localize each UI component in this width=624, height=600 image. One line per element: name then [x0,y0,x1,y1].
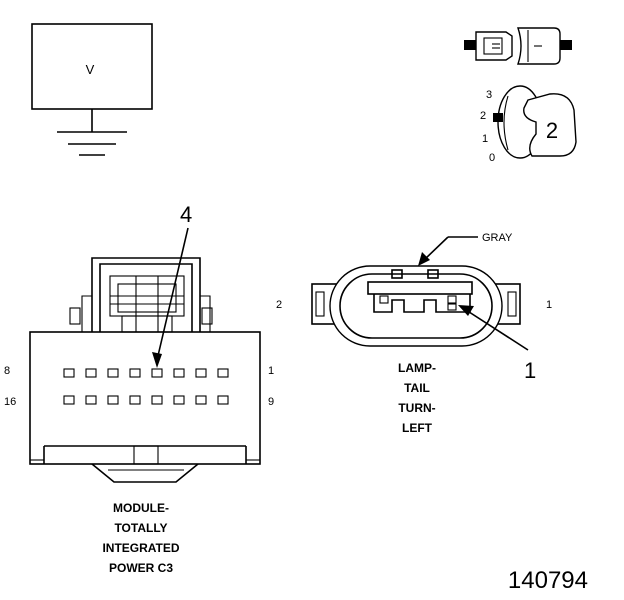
module-caption-line-4: POWER C3 [109,561,173,575]
module-caption-line-2: TOTALLY [114,521,167,535]
lamp-caption-line-1: LAMP- [398,361,436,375]
pin-cavity [195,368,207,378]
module-connector: 8 16 1 9 4 MODULE- TOTALLY INTEGRATED PO… [4,202,274,575]
pin-cavity [63,395,75,405]
module-right-label-top: 1 [268,365,274,377]
lamp-left-pin-label: 2 [276,299,282,311]
pin-cavity [217,368,229,378]
module-right-label-bottom: 9 [268,396,274,408]
lamp-caption-line-3: TURN- [398,401,435,415]
pin-cavity [85,368,97,378]
lamp-right-pin-label: 1 [546,299,552,311]
module-pin-row-top [63,368,229,378]
lamp-connector: GRAY 2 1 1 LAMP- TAIL TURN [276,232,552,435]
module-caption-line-1: MODULE- [113,501,169,515]
pin-cavity [173,368,185,378]
wire-color-leader [418,236,478,266]
pin-cavity-4 [151,368,163,378]
pin-cavity [129,395,141,405]
connector-halves-icon [464,27,572,65]
pin-cavity [85,395,97,405]
module-pin-row-bottom [63,395,229,405]
module-left-label-top: 8 [4,365,10,377]
module-callout-number: 4 [180,202,192,227]
voltmeter-label: V [86,62,95,77]
figure-number: 140794 [508,567,588,594]
pin-cavity [107,368,119,378]
lamp-caption-line-2: TAIL [404,381,430,395]
pin-cavity [173,395,185,405]
pin-cavity [63,368,75,378]
ground-icon [57,109,127,156]
wire-color-label: GRAY [482,232,513,244]
lamp-caption-line-4: LEFT [402,421,433,435]
module-caption-line-3: INTEGRATED [102,541,179,555]
key-position-3: 3 [486,89,492,101]
lamp-callout-arrow [458,305,529,351]
lamp-callout-number: 1 [524,358,536,383]
pin-cavity [107,395,119,405]
key-position-2: 2 [480,110,486,122]
pin-cavity [217,395,229,405]
module-left-label-bottom: 16 [4,396,16,408]
key-position-1: 1 [482,133,488,145]
module-callout-arrow [152,227,189,368]
pin-cavity [129,368,141,378]
pin-cavity [151,395,163,405]
key-number: 2 [546,118,558,143]
pin-cavity [195,395,207,405]
voltmeter-symbol: V [31,23,153,156]
ignition-key-icon: 3 2 1 0 2 [480,85,577,164]
key-position-0: 0 [489,152,495,164]
